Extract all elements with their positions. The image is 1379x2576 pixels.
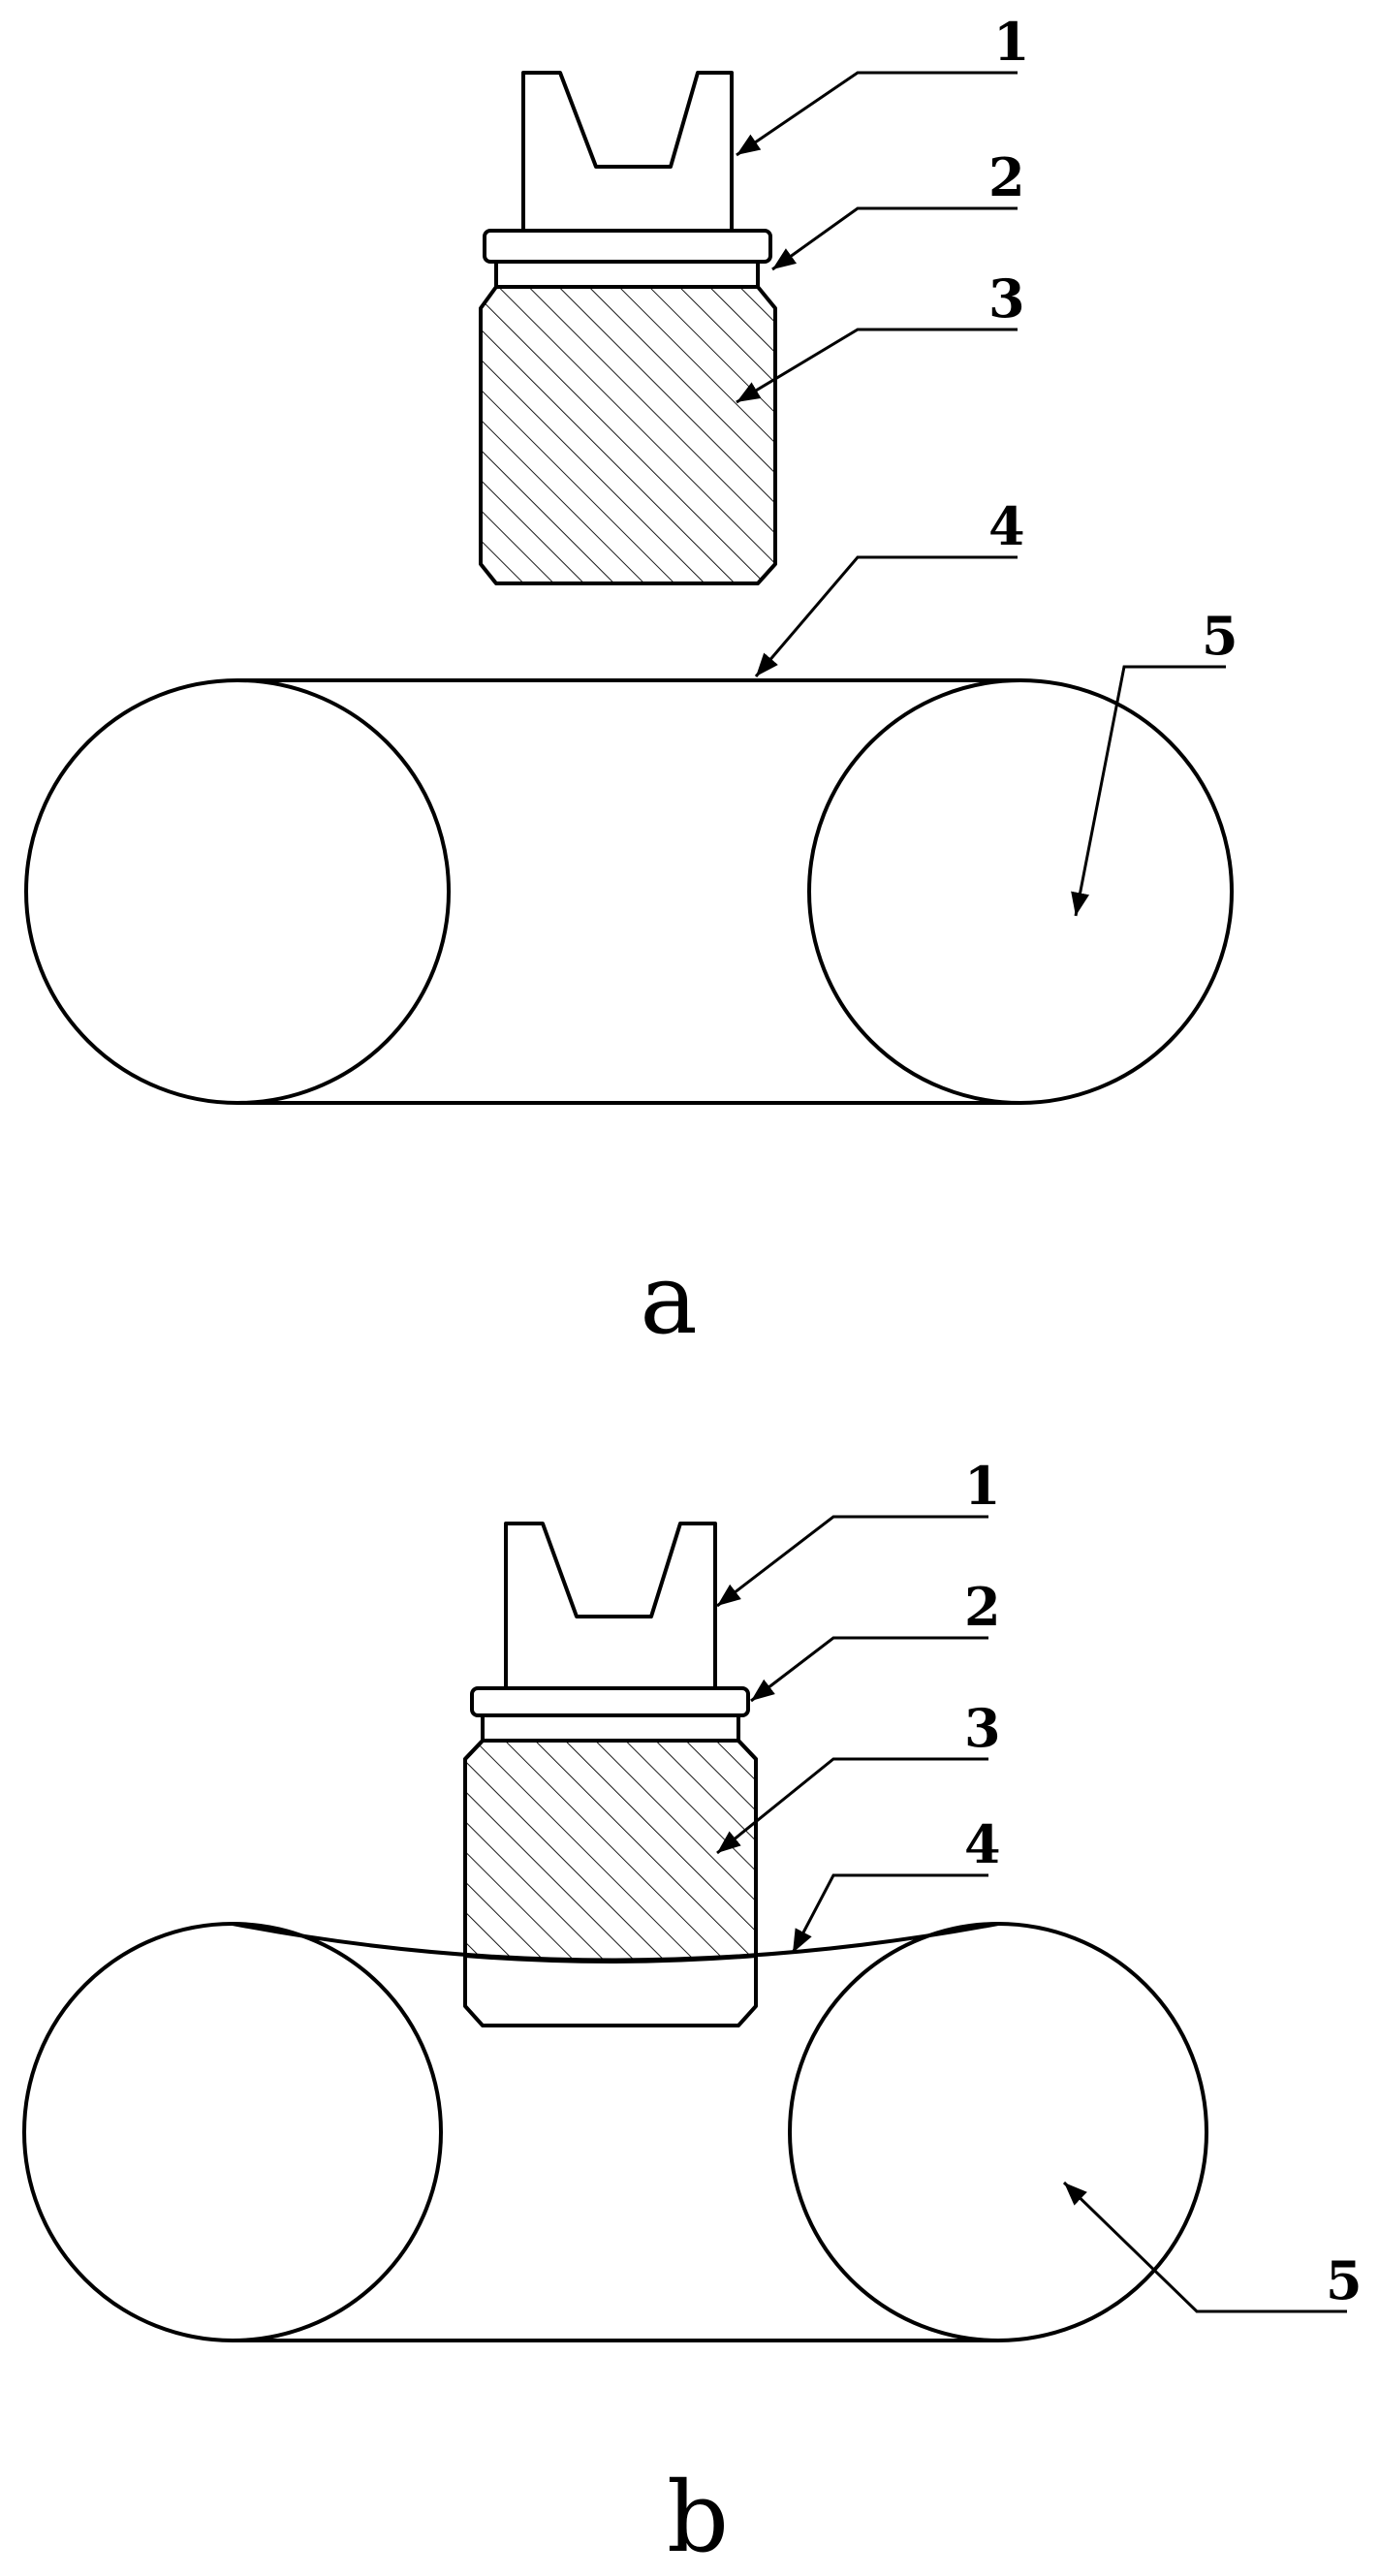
part-2-plate-b [470,1686,750,1717]
caption-b: b [667,2461,729,2574]
label-a-2: 2 [988,146,1025,208]
part-5-left-roller [24,678,451,1105]
label-a-1: 1 [993,11,1030,73]
part-2-plate-lower-b [481,1713,740,1743]
figure-b: 1 2 3 4 5 b [22,1455,1363,2574]
part-5-right-roller [807,678,1234,1105]
part-2-plate [483,229,772,264]
label-b-1: 1 [964,1455,1001,1517]
part-3-hatched-b [463,1739,758,1963]
label-b-3: 3 [964,1697,1001,1759]
label-b-5: 5 [1326,2249,1363,2311]
label-a-4: 4 [988,495,1025,557]
part-2-plate-lower [494,260,760,289]
label-b-4: 4 [964,1813,1001,1875]
part-5-left-roller-b [22,1922,443,2342]
label-a-3: 3 [988,267,1025,330]
part-4-belt-top-b [232,1922,999,1963]
label-b-2: 2 [964,1576,1001,1638]
part-1-press-head [521,71,734,233]
figure-a: 1 2 3 4 5 a [24,11,1238,1356]
part-5-right-roller-b [788,1922,1208,2342]
label-a-5: 5 [1202,605,1238,667]
part-1-press-head-b [504,1522,717,1690]
part-3-block [479,285,777,585]
caption-a: a [640,1242,698,1356]
